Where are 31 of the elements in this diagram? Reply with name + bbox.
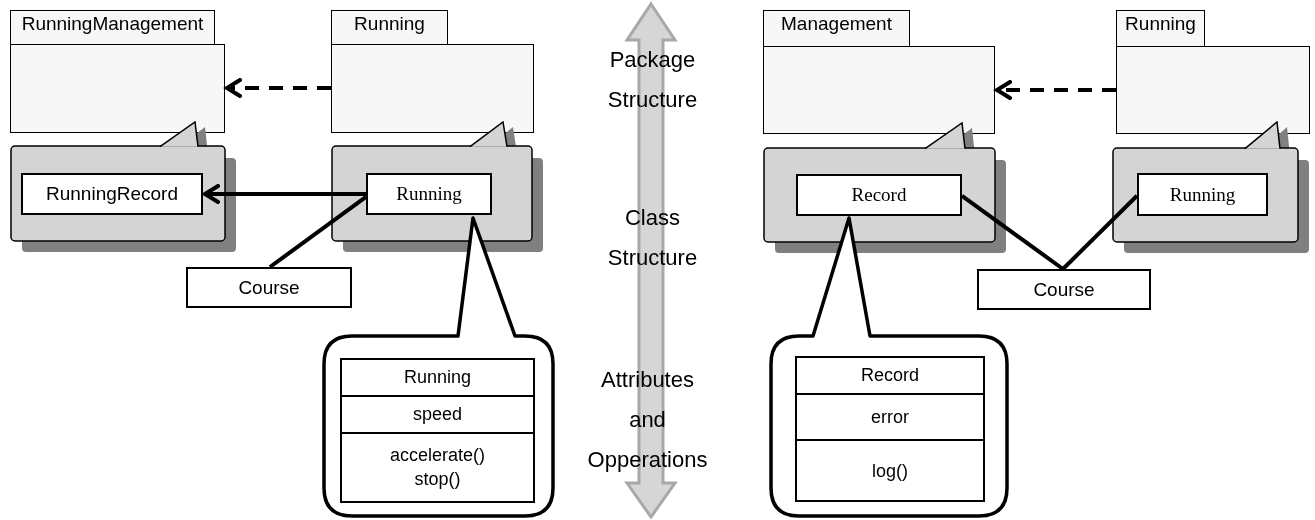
connector-line <box>268 195 368 269</box>
class-name: Record <box>860 364 920 388</box>
uml-package <box>331 10 534 133</box>
package-tab: Running <box>331 10 448 45</box>
package-tab: Running <box>1116 10 1205 47</box>
arrow <box>995 80 1116 100</box>
operation-compartment: accelerate() stop() <box>342 431 533 501</box>
uml-package <box>1116 10 1310 134</box>
arrow <box>225 78 331 98</box>
axis-label: Attributes and Opperations <box>586 366 709 474</box>
axis-label: Package Structure <box>606 46 699 114</box>
connector-line <box>960 194 1065 271</box>
class-box: Running <box>366 173 492 215</box>
arrow <box>203 184 366 204</box>
operation-compartment: log() <box>797 439 983 500</box>
uml-package <box>763 10 995 134</box>
class-box: Record <box>796 174 962 216</box>
connector-line <box>1061 194 1139 271</box>
class-box: Course <box>977 269 1151 310</box>
attribute-compartment: speed <box>342 394 533 432</box>
axis-label: Class Structure <box>606 204 699 272</box>
class-box: Course <box>186 267 352 308</box>
class-name: Running <box>402 366 473 390</box>
package-tab: Management <box>763 10 910 47</box>
class-table <box>795 356 985 502</box>
class-table <box>340 358 535 503</box>
class-box: Running <box>1137 173 1268 216</box>
attribute-compartment: error <box>797 392 983 440</box>
uml-package <box>10 10 225 133</box>
package-tab: RunningManagement <box>10 10 215 45</box>
class-box: RunningRecord <box>21 173 203 215</box>
